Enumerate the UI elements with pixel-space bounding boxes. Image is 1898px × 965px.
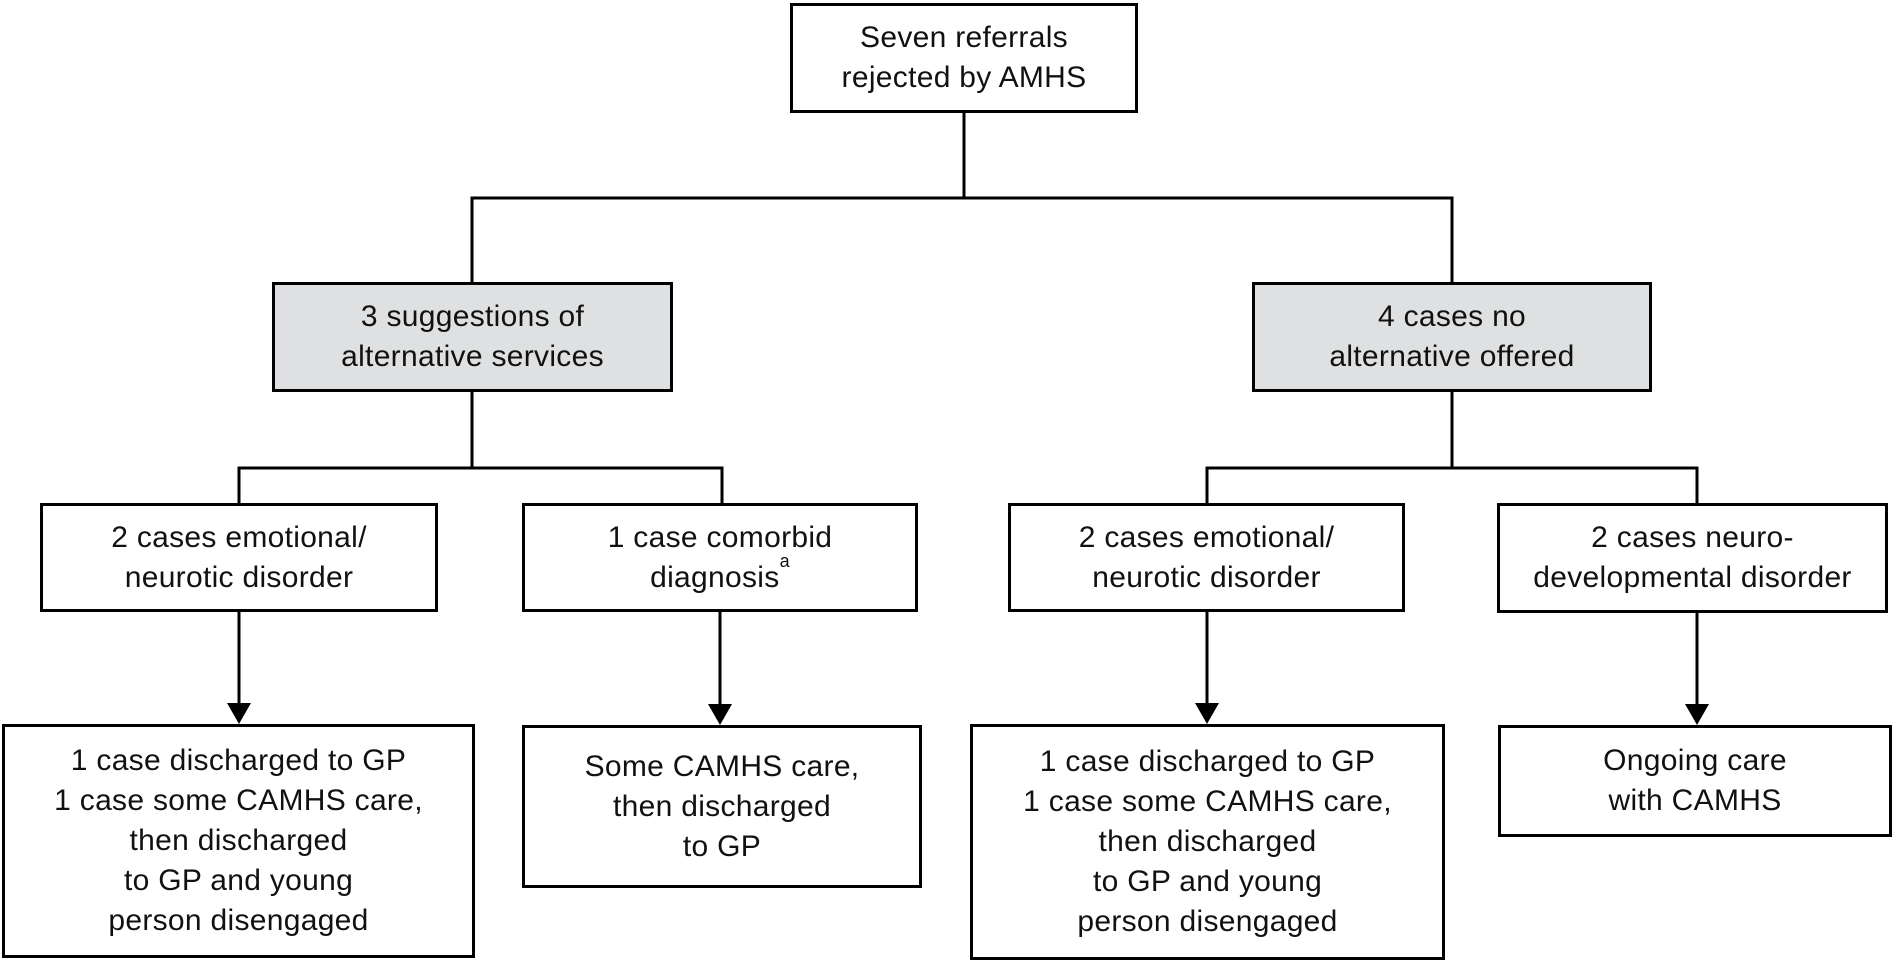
node-text-line: Ongoing care [1603, 744, 1787, 777]
node-text-line: rejected by AMHS [841, 61, 1087, 94]
node-text-line: 2 cases neuro- [1591, 521, 1794, 554]
arrow-down-icon-right1 [1195, 612, 1219, 724]
node-text-line: alternative services [341, 340, 604, 373]
node-4-cases-no-alternative: 4 cases no alternative offered [1252, 282, 1652, 392]
node-emotional-neurotic-right: 2 cases emotional/ neurotic disorder [1008, 503, 1405, 612]
node-text-line: 3 suggestions of [360, 300, 585, 333]
node-text-line: 1 case some CAMHS care, [1023, 785, 1392, 818]
node-text-line: person disengaged [1077, 905, 1338, 938]
node-text-line: to GP and young [123, 864, 354, 897]
node-text-line: 1 case discharged to GP [1039, 745, 1376, 778]
connector-left-branch [237, 392, 724, 503]
node-text-line: developmental disorder [1533, 561, 1852, 594]
node-text-line: then discharged [129, 824, 348, 857]
node-seven-referrals: Seven referrals rejected by AMHS [790, 3, 1138, 113]
node-outcome-ongoing-camhs: Ongoing care with CAMHS [1498, 725, 1892, 837]
arrow-down-icon-left1 [227, 612, 251, 724]
node-text-line: neurotic disorder [1092, 560, 1321, 594]
arrow-down-icon-right2 [1685, 613, 1709, 725]
node-text-line: diagnosisa [650, 551, 790, 594]
node-comorbid-diagnosis: 1 case comorbid diagnosisa [522, 503, 918, 612]
node-text-line: Seven referrals [860, 21, 1068, 54]
node-text-line: alternative offered [1329, 340, 1575, 373]
node-text-line: person disengaged [108, 904, 369, 937]
node-text-line: neurotic disorder [124, 560, 354, 594]
node-emotional-neurotic-left: 2 cases emotional/ neurotic disorder [40, 503, 438, 612]
node-text-line: Some CAMHS care, [584, 749, 860, 783]
node-neurodevelopmental: 2 cases neuro- developmental disorder [1497, 503, 1888, 613]
connector-right-branch [1205, 392, 1699, 503]
node-text-line: to GP [682, 829, 762, 863]
node-outcome-some-camhs-care: Some CAMHS care, then discharged to GP [522, 725, 922, 888]
node-text-line: to GP and young [1092, 865, 1323, 898]
node-text-line: then discharged [1098, 825, 1317, 858]
node-text-line: with CAMHS [1608, 784, 1782, 817]
node-text-line: then discharged [613, 789, 831, 823]
node-3-suggestions-alternative: 3 suggestions of alternative services [272, 282, 673, 392]
node-text-line: 4 cases no [1377, 300, 1527, 333]
node-text-line: 1 case discharged to GP [70, 744, 407, 777]
node-outcome-discharged-right: 1 case discharged to GP 1 case some CAMH… [970, 724, 1445, 960]
arrow-down-icon-left2 [708, 612, 732, 725]
node-text-line: 1 case some CAMHS care, [54, 784, 423, 817]
node-text-line: 2 cases emotional/ [111, 520, 367, 554]
node-outcome-discharged-left: 1 case discharged to GP 1 case some CAMH… [2, 724, 475, 958]
connector-root-to-level2 [470, 113, 1454, 282]
node-text-line: 2 cases emotional/ [1078, 520, 1335, 554]
footnote-marker: a [779, 551, 790, 572]
node-text-line: 1 case comorbid [607, 520, 833, 554]
